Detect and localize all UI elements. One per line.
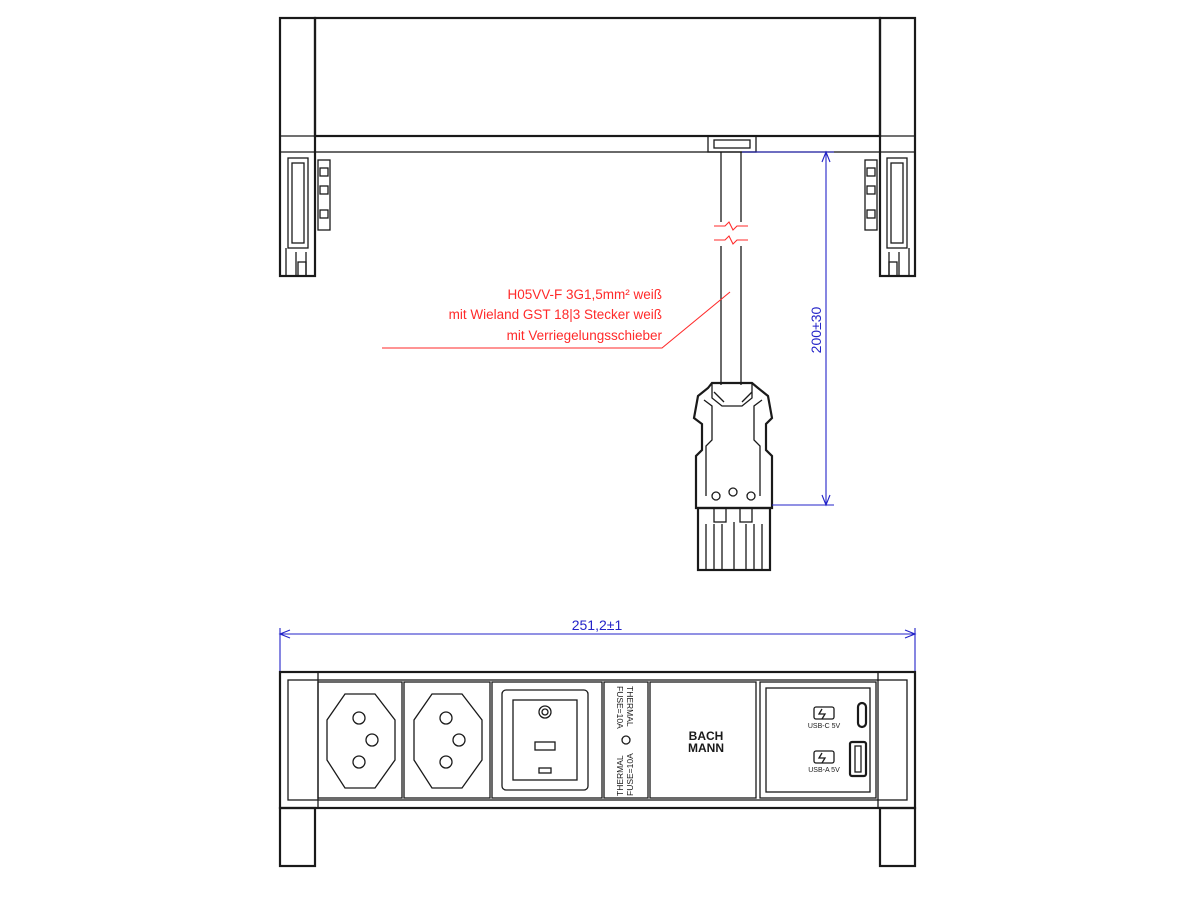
cable-note-line1: H05VV-F 3G1,5mm² weiß (507, 287, 662, 302)
fuse-button (621, 735, 631, 745)
usb-charger-module: USB-C 5V USB-A 5V (759, 681, 877, 799)
power-cable (714, 152, 748, 385)
cable-note-leader (382, 291, 731, 349)
power-switch (491, 681, 603, 799)
usb-c-port (856, 701, 868, 729)
cable-note-line2: mit Wieland GST 18|3 Stecker weiß (449, 307, 662, 322)
fuse-label-bottom-2: FUSE=10A (625, 753, 635, 796)
cable-length-dimension: 200±30 (742, 150, 834, 507)
socket-1 (317, 681, 403, 799)
cable-note-line3: mit Verriegelungsschieber (507, 328, 663, 343)
fuse-label-bottom-1: THERMAL (615, 755, 625, 796)
logo-line1: BACH (689, 729, 724, 743)
battery-icon-2 (813, 750, 835, 764)
top-view-rail (314, 135, 881, 153)
front-housing (278, 670, 917, 810)
width-dimension: 251,2±1 (278, 617, 917, 672)
logo-module: BACH MANN (649, 681, 757, 799)
wieland-connector (692, 381, 774, 572)
width-label: 251,2±1 (572, 617, 623, 633)
battery-icon (813, 706, 835, 720)
thermal-fuse: THERMAL FUSE=10A THERMAL FUSE=10A (603, 681, 649, 799)
front-view: 251,2±1 (278, 617, 917, 868)
right-end-cap (864, 16, 917, 278)
logo-line2: MANN (688, 741, 724, 755)
socket-2 (403, 681, 491, 799)
top-view-housing (313, 16, 882, 138)
fuse-label-top-2: FUSE=10A (615, 686, 625, 729)
right-foot (878, 806, 917, 868)
cable-length-label: 200±30 (808, 306, 824, 353)
top-view: H05VV-F 3G1,5mm² weiß mit Wieland GST 18… (278, 16, 917, 572)
fuse-label-top-1: THERMAL (625, 686, 635, 727)
left-foot (278, 806, 317, 868)
usb-c-label: USB-C 5V (808, 723, 841, 730)
usb-a-port (848, 740, 868, 778)
usb-a-label: USB-A 5V (808, 767, 840, 774)
left-end-cap (278, 16, 331, 278)
cable-gland (707, 135, 757, 153)
